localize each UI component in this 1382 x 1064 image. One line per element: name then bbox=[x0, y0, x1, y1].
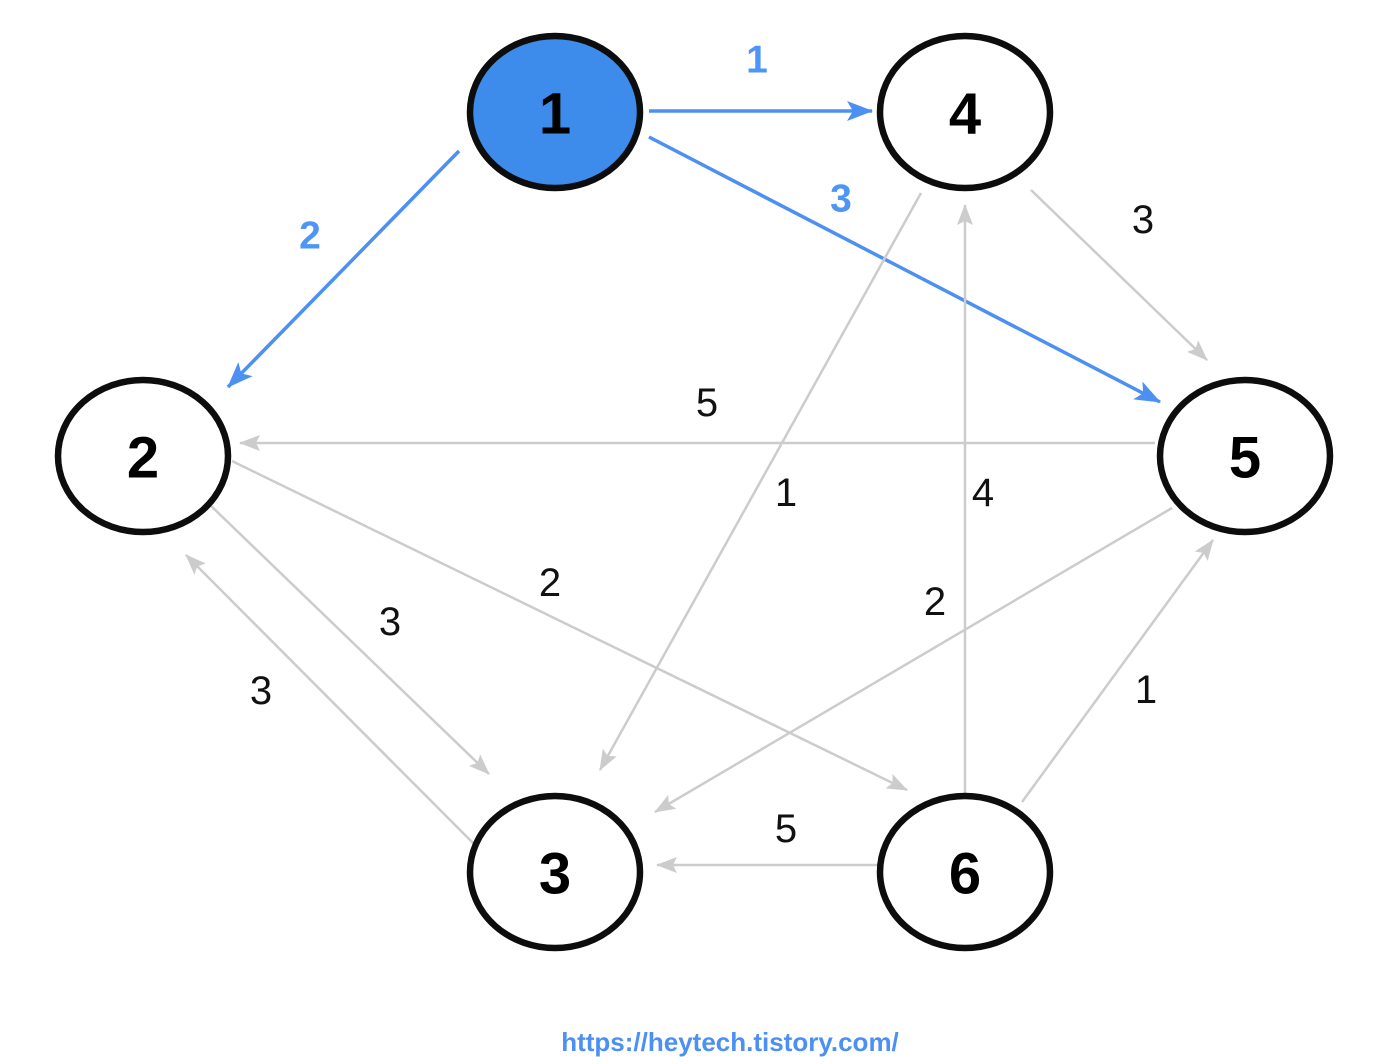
edge-line-4-5 bbox=[1030, 189, 1208, 361]
edge-line-5-3 bbox=[654, 506, 1173, 814]
node-5-label: 5 bbox=[1229, 426, 1261, 491]
edge-line-6-5 bbox=[1020, 539, 1215, 803]
edge-6-3-weight: 5 bbox=[775, 807, 797, 851]
node-4: 4 bbox=[876, 32, 1054, 192]
edge-1-5-weight: 3 bbox=[830, 178, 852, 221]
edge-6-5 bbox=[1020, 539, 1215, 803]
node-3-label: 3 bbox=[539, 842, 571, 907]
edge-4-3-weight: 1 bbox=[775, 471, 797, 515]
edge-line-2-3 bbox=[207, 502, 490, 775]
edge-3-2 bbox=[185, 554, 476, 846]
node-6: 6 bbox=[876, 792, 1054, 952]
edge-1-2 bbox=[226, 149, 461, 389]
node-2-label: 2 bbox=[127, 426, 159, 491]
edge-line-1-5 bbox=[648, 135, 1161, 404]
edge-2-3 bbox=[207, 502, 490, 775]
edge-line-2-6 bbox=[231, 459, 908, 792]
edge-line-1-2 bbox=[226, 149, 461, 389]
edge-2-6-weight: 2 bbox=[539, 561, 561, 605]
edge-5-3 bbox=[654, 506, 1173, 814]
node-1-label: 1 bbox=[539, 82, 571, 147]
footer-url: https://heytech.tistory.com/ bbox=[561, 1027, 899, 1057]
edge-4-5 bbox=[1030, 189, 1208, 361]
node-2-circle bbox=[54, 376, 232, 536]
node-6-circle bbox=[876, 792, 1054, 952]
node-3: 3 bbox=[466, 792, 644, 952]
node-1: 1 bbox=[466, 32, 644, 192]
edge-1-2-weight: 2 bbox=[299, 215, 321, 258]
edge-line-3-2 bbox=[185, 554, 476, 846]
edge-2-6 bbox=[231, 459, 908, 792]
edge-3-2-weight: 3 bbox=[250, 669, 272, 713]
edge-line-4-3 bbox=[598, 192, 923, 771]
node-6-label: 6 bbox=[949, 842, 981, 907]
edge-label-layer: 1 2 3 3 1 4 5 2 2 3 3 1 5 bbox=[250, 39, 1157, 852]
edge-layer bbox=[185, 101, 1215, 873]
edge-5-3-weight: 2 bbox=[924, 580, 946, 624]
node-1-circle bbox=[466, 32, 644, 192]
node-4-circle bbox=[876, 32, 1054, 192]
edge-2-3-weight: 3 bbox=[379, 600, 401, 644]
node-5: 5 bbox=[1156, 376, 1334, 536]
edge-1-4-weight: 1 bbox=[746, 39, 768, 82]
edge-6-5-weight: 1 bbox=[1135, 668, 1157, 712]
node-layer: 1 2 3 4 5 6 bbox=[54, 32, 1334, 952]
edge-5-2-weight: 5 bbox=[696, 381, 718, 425]
edge-1-5 bbox=[648, 135, 1161, 404]
node-5-circle bbox=[1156, 376, 1334, 536]
node-3-circle bbox=[466, 792, 644, 952]
edge-6-4-weight: 4 bbox=[972, 471, 994, 515]
edge-4-5-weight: 3 bbox=[1132, 198, 1154, 242]
edge-4-3 bbox=[598, 192, 923, 771]
node-2: 2 bbox=[54, 376, 232, 536]
node-4-label: 4 bbox=[949, 82, 981, 147]
